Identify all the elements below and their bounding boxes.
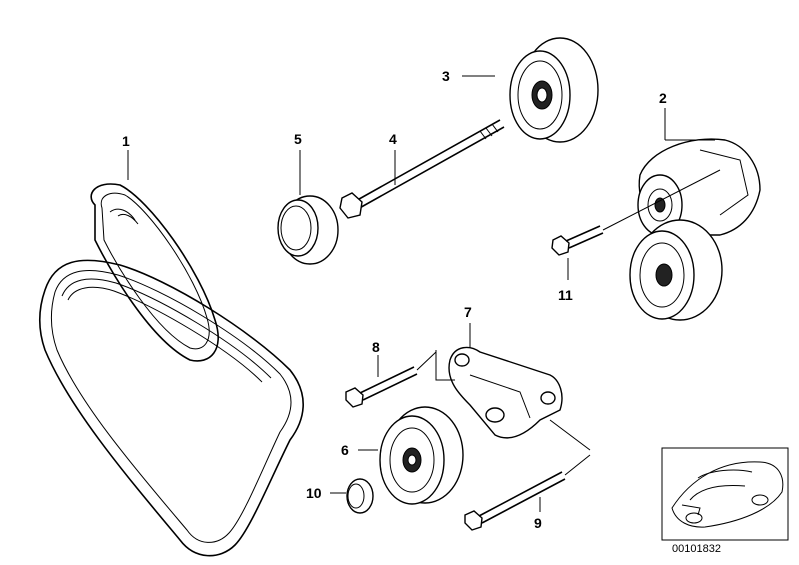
- long-bolt-drawing: [339, 119, 505, 219]
- part-label-6: 6: [341, 442, 349, 458]
- reference-code: 00101832: [672, 543, 721, 555]
- part-label-2: 2: [659, 90, 667, 106]
- part-label-3: 3: [442, 68, 450, 84]
- cap-drawing: [277, 195, 339, 265]
- cover-cap-drawing: [346, 478, 374, 514]
- idler-pulley-drawing: [379, 406, 464, 505]
- bolt-11-drawing: [551, 169, 721, 256]
- part-label-8: 8: [372, 339, 380, 355]
- belt-drawing: [38, 183, 304, 557]
- part-label-1: 1: [122, 133, 130, 149]
- bolt-8-drawing: [345, 351, 437, 408]
- part-label-10: 10: [306, 485, 322, 501]
- tensioner-drawing: [629, 138, 761, 321]
- part-label-11: 11: [558, 287, 573, 303]
- bracket-drawing: [435, 346, 591, 451]
- tensioner-pulley-drawing: [509, 37, 599, 143]
- bolt-9-drawing: [464, 454, 591, 531]
- vehicle-thumbnail: [661, 447, 789, 541]
- part-label-9: 9: [534, 515, 542, 531]
- part-label-4: 4: [389, 131, 397, 147]
- part-label-5: 5: [294, 131, 302, 147]
- part-label-7: 7: [464, 304, 472, 320]
